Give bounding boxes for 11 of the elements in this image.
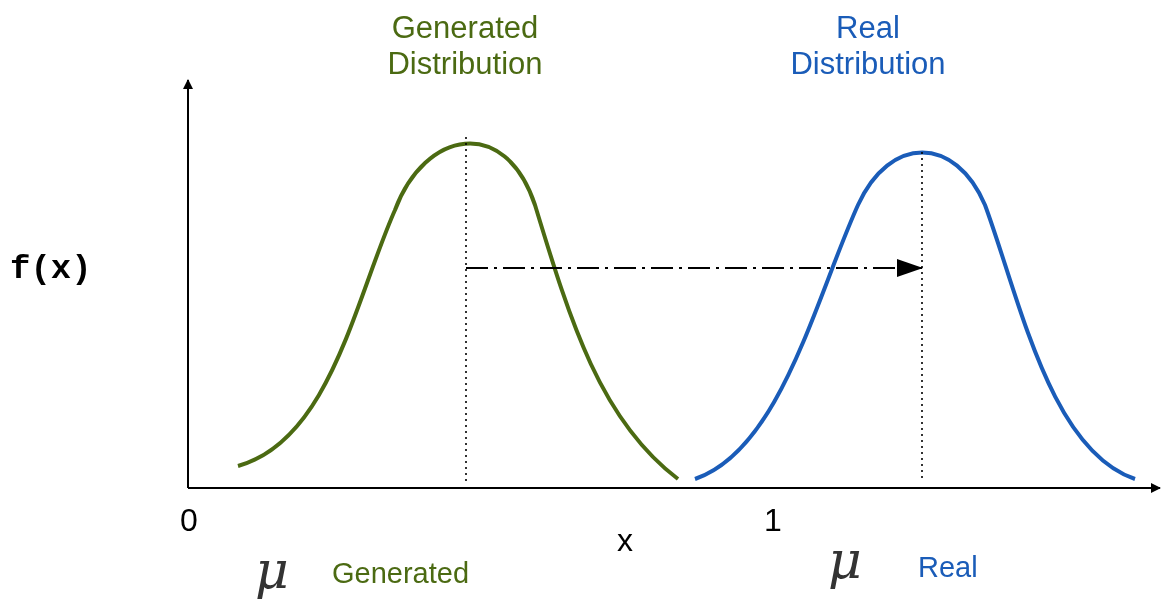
tick-label: 1: [764, 502, 782, 539]
tick-label: 0: [180, 502, 198, 539]
mean-subscript: Generated: [332, 557, 470, 590]
axis-label: x: [617, 522, 633, 559]
mean-symbol: μ: [828, 530, 862, 590]
mean-symbol: μ: [255, 540, 289, 600]
arrow: [465, 259, 923, 277]
curve-title: Generated Distribution: [386, 10, 544, 82]
mean-subscript: Real: [918, 551, 978, 584]
axis-label: f(x): [10, 250, 92, 288]
curve-title: Real Distribution: [789, 10, 947, 82]
